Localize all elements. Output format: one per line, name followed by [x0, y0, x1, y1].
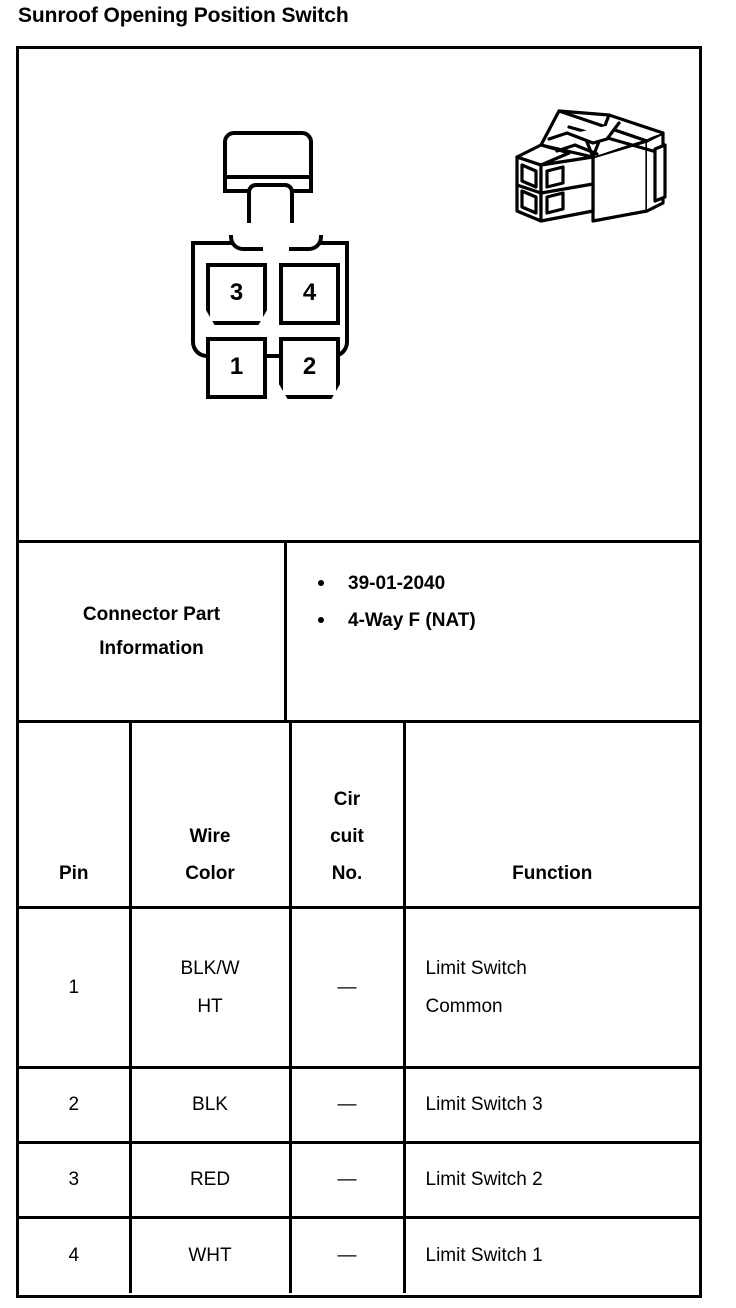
connector-part-information-row: Connector Part Information 39-01-2040 4-… [19, 540, 699, 720]
cavity-4-label: 4 [302, 279, 317, 306]
header-wire-color-line1: Wire [189, 825, 231, 847]
table-row: 1 BLK/W HT — Limit Switch Common [19, 907, 699, 1069]
header-pin: Pin [19, 721, 132, 909]
connector-part-list: 39-01-2040 4-Way F (NAT) [303, 565, 699, 639]
connector-part-information-label: Connector Part Information [19, 543, 287, 720]
latch-outer-shell [223, 131, 313, 193]
header-wire-color: Wire Color [130, 721, 292, 909]
connector-face-view: 3 4 1 2 [175, 131, 365, 451]
cell-wire-color: BLK [130, 1067, 292, 1144]
header-wire-color-line2: Color [185, 862, 235, 884]
cell-function-line1: Limit Switch [425, 958, 527, 980]
header-circuit-no-line1: Cir [333, 788, 361, 810]
table-row: 4 WHT — Limit Switch 1 [19, 1217, 699, 1293]
cell-wire-color: WHT [130, 1217, 292, 1293]
wiring-table: Pin Wire Color Cir cuit No. Function 1 B… [19, 720, 699, 1293]
cell-function-line2: Common [425, 995, 503, 1017]
cell-pin: 4 [19, 1217, 132, 1293]
connector-body-notch-left [229, 235, 263, 251]
cell-wire-color: RED [130, 1142, 292, 1219]
cell-wire-color-line1: BLK/W [180, 958, 240, 980]
latch-crossbar [223, 175, 313, 179]
table-header-row: Pin Wire Color Cir cuit No. Function [19, 721, 699, 909]
cavity-3-label: 3 [229, 279, 244, 306]
connector-part-item: 39-01-2040 [303, 565, 699, 602]
header-circuit-no-line2: cuit [330, 825, 364, 847]
cavity-1: 1 [206, 337, 267, 399]
connector-info-frame: 3 4 1 2 [16, 46, 702, 1298]
page-title: Sunroof Opening Position Switch [18, 4, 349, 27]
cell-circuit-no: — [290, 1217, 406, 1293]
cell-function: Limit Switch Common [404, 907, 699, 1069]
connector-illustration: 3 4 1 2 [19, 49, 699, 540]
cell-circuit-no: — [290, 1067, 406, 1144]
connector-body-top-right-edge [305, 241, 349, 245]
connector-part-information-values: 39-01-2040 4-Way F (NAT) [287, 543, 699, 720]
cell-pin: 2 [19, 1067, 132, 1144]
header-circuit-no-line3: No. [331, 862, 363, 884]
connector-isometric-icon [515, 109, 667, 223]
cavity-1-label: 1 [229, 353, 244, 380]
cell-circuit-no: — [290, 907, 406, 1069]
connector-body-notch-right [289, 235, 323, 251]
cpi-label-line1: Connector Part [82, 604, 221, 626]
cell-pin: 1 [19, 907, 132, 1069]
connector-body-top-left-edge [191, 241, 235, 245]
header-circuit-no: Cir cuit No. [290, 721, 406, 909]
cell-function: Limit Switch 1 [425, 1245, 543, 1267]
cavity-2: 2 [279, 337, 340, 399]
cavity-4: 4 [279, 263, 340, 325]
latch-inner-tab [247, 183, 294, 223]
table-row: 3 RED — Limit Switch 2 [19, 1142, 699, 1219]
cell-function: Limit Switch 2 [404, 1142, 699, 1219]
cpi-label-line2: Information [99, 637, 204, 659]
table-row: 2 BLK — Limit Switch 3 [19, 1067, 699, 1144]
cell-function: Limit Switch 3 [404, 1067, 699, 1144]
header-function: Function [404, 721, 699, 909]
cell-wire-color-line2: HT [197, 995, 223, 1017]
cell-pin: 3 [19, 1142, 132, 1219]
connector-isometric-view [497, 93, 677, 233]
cell-wire-color: BLK/W HT [130, 907, 292, 1069]
cavity-3: 3 [206, 263, 267, 325]
cell-circuit-no: — [290, 1142, 406, 1219]
cavity-2-label: 2 [302, 353, 317, 380]
connector-part-item: 4-Way F (NAT) [303, 602, 699, 639]
